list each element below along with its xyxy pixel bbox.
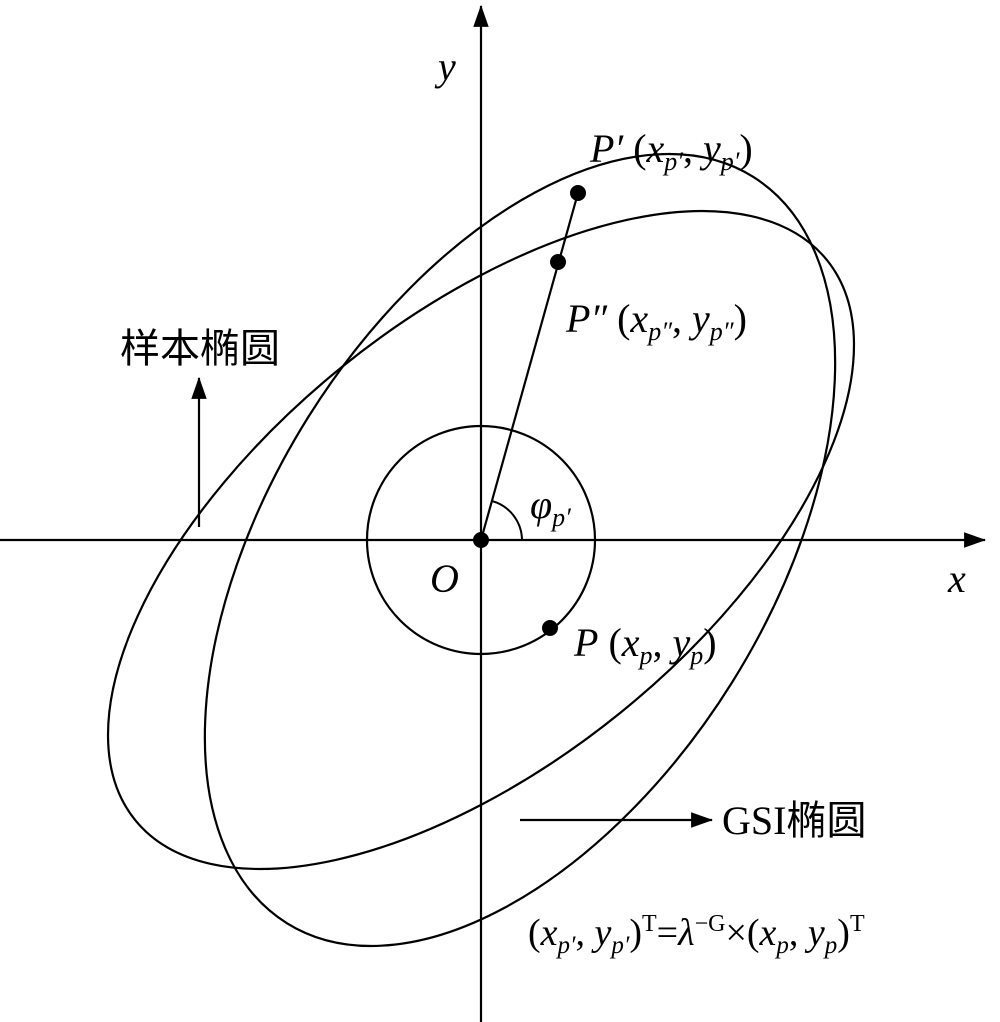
x-axis-label: x — [947, 556, 966, 601]
gsi-ellipse — [203, 152, 837, 948]
y-axis-label: y — [434, 44, 456, 89]
unit-circle — [365, 424, 597, 656]
gsi-ellipse-label: GSI椭圆 — [722, 798, 866, 843]
p-double-prime-label: P″ (xp″, yp″) — [565, 296, 747, 346]
transform-equation: (xp′, yp′)T=λ−G×(xp, yp)T — [528, 911, 865, 959]
origin-point — [473, 532, 489, 548]
sample-ellipse-label: 样本椭圆 — [120, 326, 280, 372]
p-label: P (xp, yp) — [573, 620, 717, 670]
svg-text:(xp′, yp′)T=λ−G×(xp, yp)T: (xp′, yp′)T=λ−G×(xp, yp)T — [528, 911, 865, 959]
svg-text:P (xp, yp): P (xp, yp) — [573, 620, 717, 670]
p-prime-label: P′ (xp′, yp′) — [589, 126, 753, 176]
angle-label: φp′ — [530, 482, 571, 532]
radial-line — [479, 192, 580, 541]
point-p-double-prime — [550, 254, 566, 270]
svg-text:P″ (xp″, yp″): P″ (xp″, yp″) — [565, 296, 747, 346]
point-p-prime — [570, 185, 586, 201]
origin-label: O — [430, 556, 459, 601]
angle-arc — [491, 500, 523, 541]
point-p — [542, 620, 558, 636]
svg-text:φp′: φp′ — [530, 482, 571, 532]
svg-text:P′ (xp′, yp′): P′ (xp′, yp′) — [589, 126, 753, 176]
